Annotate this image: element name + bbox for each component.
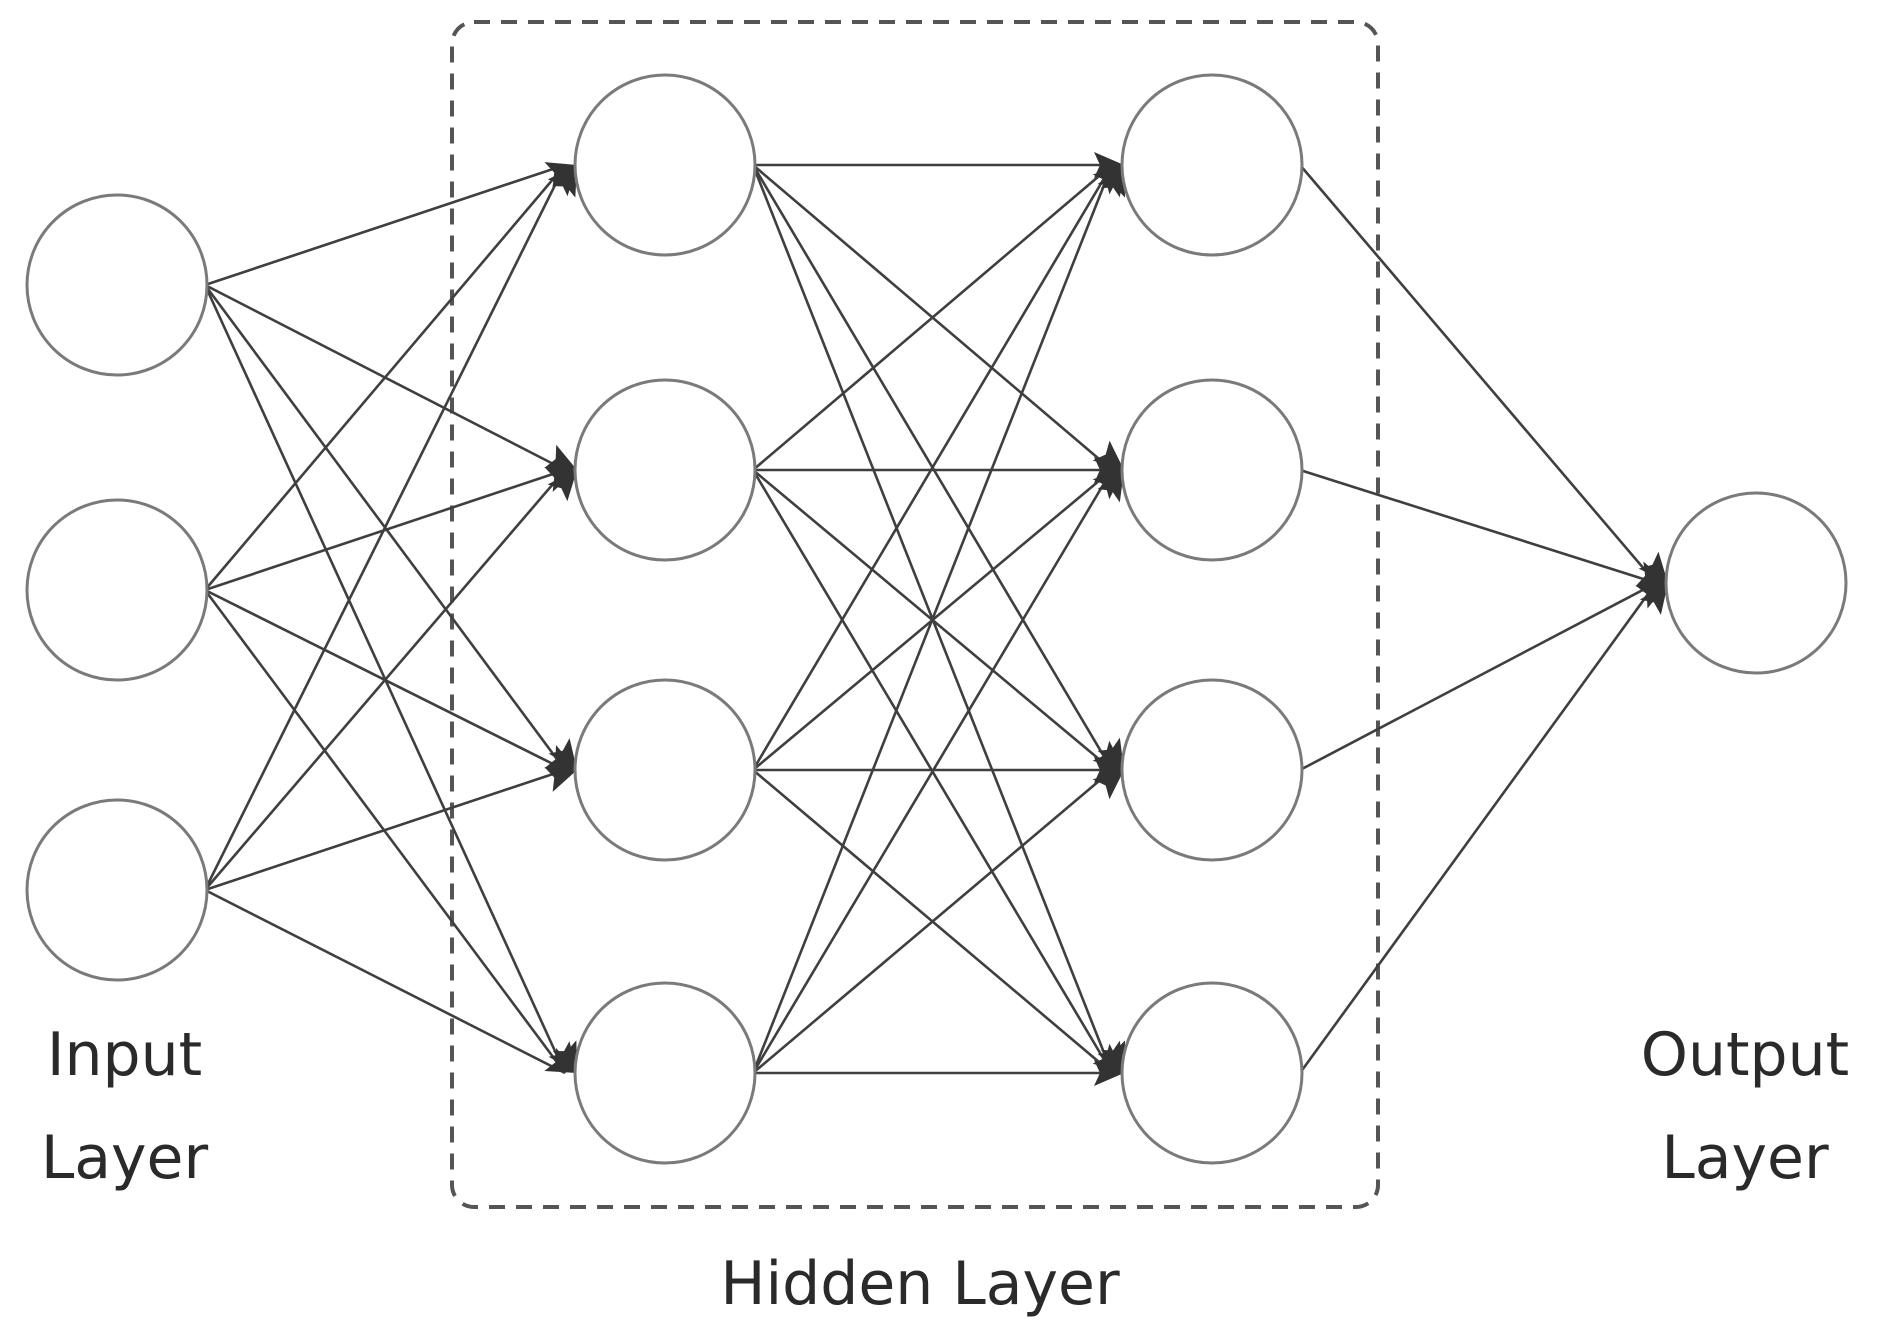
arrowhead-hidden2-1-from-hidden1-3 bbox=[1097, 470, 1124, 503]
hidden-layer-label: Hidden Layer bbox=[720, 1249, 1120, 1319]
edge-hidden1-3-to-hidden2-0 bbox=[751, 164, 1114, 1074]
output-node-1 bbox=[1664, 491, 1848, 675]
arrowhead-hidden1-1-from-input-2 bbox=[547, 470, 577, 502]
input-layer-label: Input Layer bbox=[22, 1004, 227, 1210]
arrowhead-hidden1-3-from-input-2 bbox=[544, 1047, 577, 1073]
edge-hidden2-1-to-output-0 bbox=[1299, 468, 1657, 585]
arrowhead-hidden2-2-from-hidden1-3 bbox=[1092, 770, 1124, 800]
edge-input-1-to-hidden1-0 bbox=[204, 164, 566, 591]
hidden1-node-1 bbox=[573, 73, 757, 257]
edge-input-2-to-hidden1-3 bbox=[204, 888, 566, 1075]
arrowhead-hidden2-2-from-hidden1-2 bbox=[1094, 757, 1124, 783]
arrowhead-hidden2-3-from-hidden1-3 bbox=[1094, 1060, 1124, 1086]
arrowhead-hidden1-1-from-input-0 bbox=[544, 444, 577, 470]
output-layer-label-line-1: Output bbox=[1640, 1020, 1850, 1090]
output-layer-label-line-2: Layer bbox=[1661, 1123, 1829, 1193]
hidden1-node-4 bbox=[573, 981, 757, 1165]
edge-hidden1-3-to-hidden2-1 bbox=[751, 469, 1114, 1074]
arrowhead-hidden1-2-from-input-1 bbox=[544, 744, 577, 770]
hidden2-node-4 bbox=[1120, 981, 1304, 1165]
arrowheads bbox=[544, 152, 1668, 1086]
input-layer-label-line-1: Input bbox=[46, 1020, 203, 1090]
edge-input-2-to-hidden1-0 bbox=[203, 164, 567, 891]
edge-input-2-to-hidden1-2 bbox=[204, 768, 566, 892]
connections bbox=[203, 163, 1658, 1075]
edge-input-0-to-hidden1-0 bbox=[204, 163, 566, 287]
input-layer-label-line-2: Layer bbox=[40, 1123, 209, 1193]
hidden1-node-2 bbox=[573, 378, 757, 562]
hidden2-node-3 bbox=[1120, 678, 1304, 862]
input-node-1 bbox=[25, 193, 209, 377]
hidden2-node-1 bbox=[1120, 73, 1304, 257]
edge-hidden2-3-to-output-0 bbox=[1298, 582, 1658, 1074]
arrowhead-hidden1-2-from-input-2 bbox=[544, 767, 577, 792]
edge-input-2-to-hidden1-1 bbox=[204, 469, 566, 891]
hidden2-node-2 bbox=[1120, 378, 1304, 562]
arrowhead-output-0-from-hidden2-1 bbox=[1635, 561, 1668, 587]
edge-hidden2-2-to-output-0 bbox=[1299, 581, 1657, 772]
input-node-3 bbox=[25, 798, 209, 982]
neurons bbox=[25, 73, 1848, 1165]
hidden1-node-3 bbox=[573, 678, 757, 862]
arrowhead-hidden1-0-from-input-2 bbox=[552, 165, 577, 198]
edge-hidden2-0-to-output-0 bbox=[1299, 164, 1657, 584]
edge-hidden1-2-to-hidden2-0 bbox=[751, 164, 1114, 771]
edge-hidden1-3-to-hidden2-2 bbox=[752, 769, 1113, 1074]
arrowhead-output-0-from-hidden2-3 bbox=[1639, 583, 1668, 615]
arrowhead-hidden2-1-from-hidden1-1 bbox=[1094, 457, 1124, 483]
arrowhead-hidden2-0-from-hidden1-3 bbox=[1100, 165, 1126, 198]
edge-hidden1-1-to-hidden2-0 bbox=[752, 164, 1113, 471]
edge-input-1-to-hidden1-3 bbox=[203, 589, 567, 1074]
output-layer-label: Output Layer bbox=[1625, 1004, 1865, 1210]
hidden-layer-group-box bbox=[450, 20, 1380, 1209]
arrowhead-output-0-from-hidden2-0 bbox=[1638, 551, 1668, 583]
input-node-2 bbox=[25, 498, 209, 682]
arrowhead-hidden2-0-from-hidden1-0 bbox=[1094, 152, 1124, 178]
